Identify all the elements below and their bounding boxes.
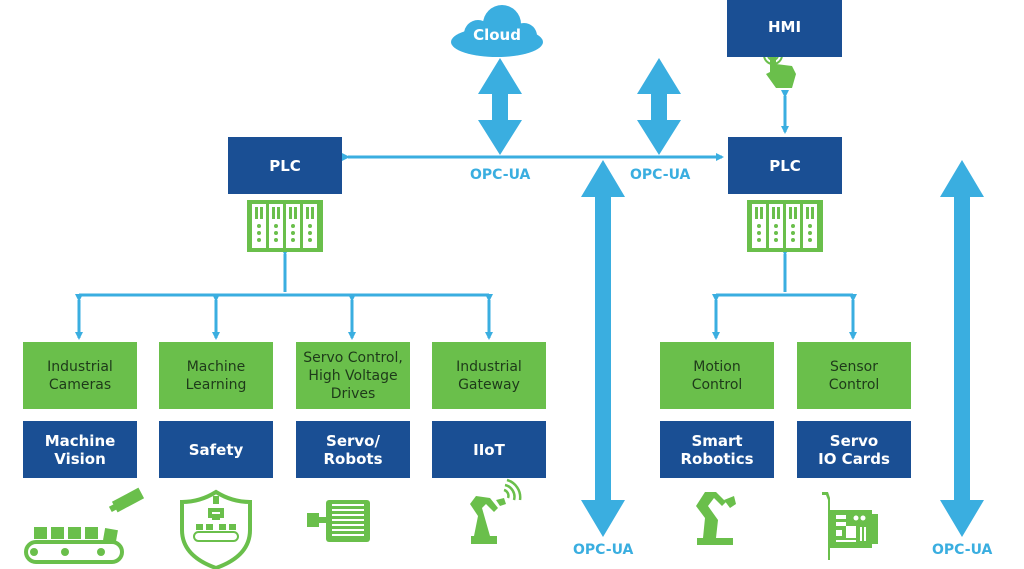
- plc-left-box[interactable]: PLC: [228, 137, 342, 194]
- cloud-bus-arrow: [478, 58, 522, 155]
- function-box-servo-control[interactable]: Servo Control, High Voltage Drives: [296, 342, 410, 409]
- center-opcua-arrow: [581, 160, 625, 537]
- io-card-icon: [822, 492, 878, 560]
- application-box-servo-robots[interactable]: Servo/ Robots: [296, 421, 410, 478]
- cloud-node: Cloud: [473, 26, 521, 44]
- plc-left-label: PLC: [269, 156, 301, 175]
- right-opcua-arrow: [940, 160, 984, 537]
- opcua-label: OPC-UA: [630, 167, 691, 183]
- function-box-industrial-gateway[interactable]: Industrial Gateway: [432, 342, 546, 409]
- robot-arm-icon: [696, 492, 736, 545]
- opcua-label: OPC-UA: [470, 167, 531, 183]
- bus-up-arrow: [637, 58, 681, 155]
- application-box-iiot[interactable]: IIoT: [432, 421, 546, 478]
- plc-right-label: PLC: [769, 156, 801, 175]
- application-box-servo-io-cards[interactable]: Servo IO Cards: [797, 421, 911, 478]
- wireless-robot-arm-icon: [470, 478, 522, 544]
- function-box-sensor-control[interactable]: Sensor Control: [797, 342, 911, 409]
- servo-motor-icon: [307, 500, 370, 542]
- plc-right-box[interactable]: PLC: [728, 137, 842, 194]
- io-rack-icon: [247, 200, 323, 252]
- opcua-label: OPC-UA: [932, 542, 993, 558]
- application-box-smart-robotics[interactable]: Smart Robotics: [660, 421, 774, 478]
- cloud-shape: [451, 5, 543, 57]
- function-box-machine-learning[interactable]: Machine Learning: [159, 342, 273, 409]
- application-box-safety[interactable]: Safety: [159, 421, 273, 478]
- function-box-industrial-cameras[interactable]: Industrial Cameras: [23, 342, 137, 409]
- safety-shield-icon: [180, 489, 252, 569]
- opcua-label: OPC-UA: [573, 542, 634, 558]
- hmi-label: HMI: [767, 17, 802, 36]
- conveyor-camera-icon: [24, 487, 145, 564]
- function-box-motion-control[interactable]: Motion Control: [660, 342, 774, 409]
- io-rack-icon: [747, 200, 823, 252]
- application-box-machine-vision[interactable]: Machine Vision: [23, 421, 137, 478]
- hmi-box[interactable]: HMI: [727, 0, 842, 57]
